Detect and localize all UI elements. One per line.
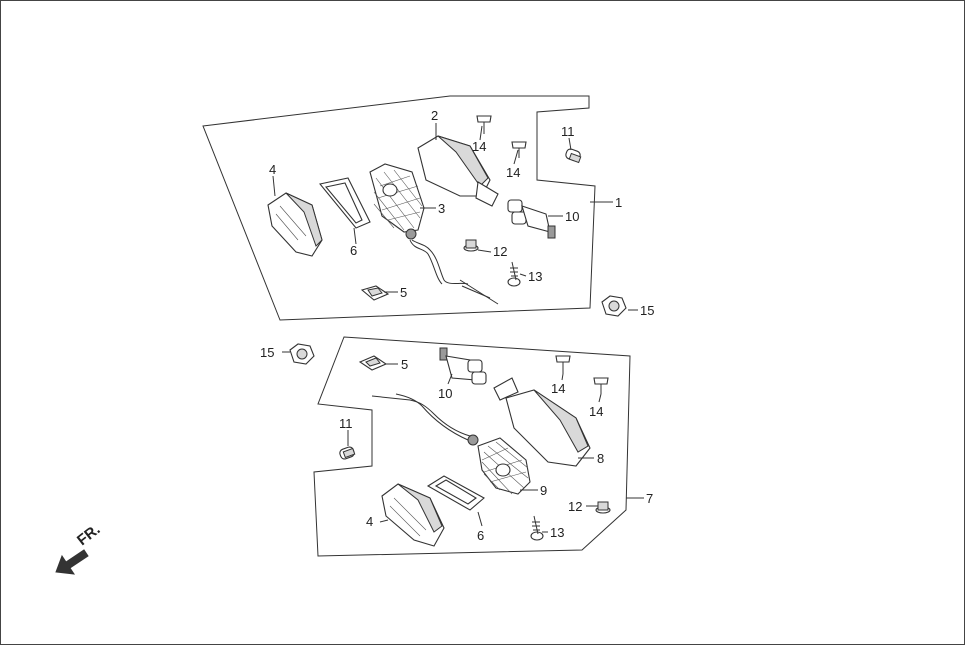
lower-socket [439, 347, 487, 385]
upper-assembly-outline [202, 95, 596, 321]
callout-13: 13 [550, 525, 564, 540]
front-arrow-icon [55, 549, 89, 575]
callout-12: 12 [493, 244, 507, 259]
upper-reflector [369, 163, 499, 305]
upper-nut [601, 295, 627, 317]
lower-assembly: 15 5 10 14 14 11 8 9 7 12 4 6 13 [260, 336, 653, 557]
callout-6: 6 [350, 243, 357, 258]
upper-assembly: 2 4 3 6 14 14 11 10 12 13 5 1 15 [202, 95, 654, 321]
upper-gasket [319, 177, 371, 229]
callout-7: 7 [646, 491, 653, 506]
lower-screw-a [555, 355, 571, 374]
upper-socket [507, 199, 556, 239]
lower-bulb [339, 446, 356, 460]
upper-bolt-12 [463, 239, 479, 252]
lower-screw-b [593, 377, 609, 394]
callout-12: 12 [568, 499, 582, 514]
front-label: FR. [74, 521, 104, 549]
upper-bulb [565, 148, 582, 164]
lower-nut [289, 343, 315, 365]
lower-gasket [426, 475, 485, 511]
lower-clip [358, 355, 388, 371]
upper-clip [360, 285, 390, 301]
callout-9: 9 [540, 483, 547, 498]
callout-11: 11 [561, 124, 575, 139]
callout-2: 2 [431, 108, 438, 123]
callout-8: 8 [597, 451, 604, 466]
lower-lens-cover [381, 483, 445, 547]
upper-screw-a [476, 115, 492, 134]
callout-15: 15 [640, 303, 654, 318]
callout-3: 3 [438, 201, 445, 216]
callout-14b: 14 [589, 404, 603, 419]
callout-1: 1 [615, 195, 622, 210]
lower-reflector [467, 434, 531, 495]
callout-6: 6 [477, 528, 484, 543]
upper-screw-13 [507, 261, 521, 287]
callout-14a: 14 [472, 139, 486, 154]
upper-lens-cover [267, 192, 323, 257]
lower-screw-13 [530, 515, 544, 541]
lower-assembly-outline [313, 336, 631, 557]
callout-13: 13 [528, 269, 542, 284]
lower-housing [493, 377, 591, 467]
callout-5: 5 [401, 357, 408, 372]
callout-5: 5 [400, 285, 407, 300]
callout-14b: 14 [506, 165, 520, 180]
upper-screw-b [511, 141, 527, 158]
upper-housing [417, 135, 499, 207]
callout-10: 10 [565, 209, 579, 224]
callout-15: 15 [260, 345, 274, 360]
callout-11: 11 [339, 416, 353, 431]
callout-4: 4 [269, 162, 276, 177]
callout-14a: 14 [551, 381, 565, 396]
callout-10: 10 [438, 386, 452, 401]
lower-bolt-12 [595, 501, 611, 514]
callout-4: 4 [366, 514, 373, 529]
front-direction-indicator: FR. [55, 521, 104, 575]
